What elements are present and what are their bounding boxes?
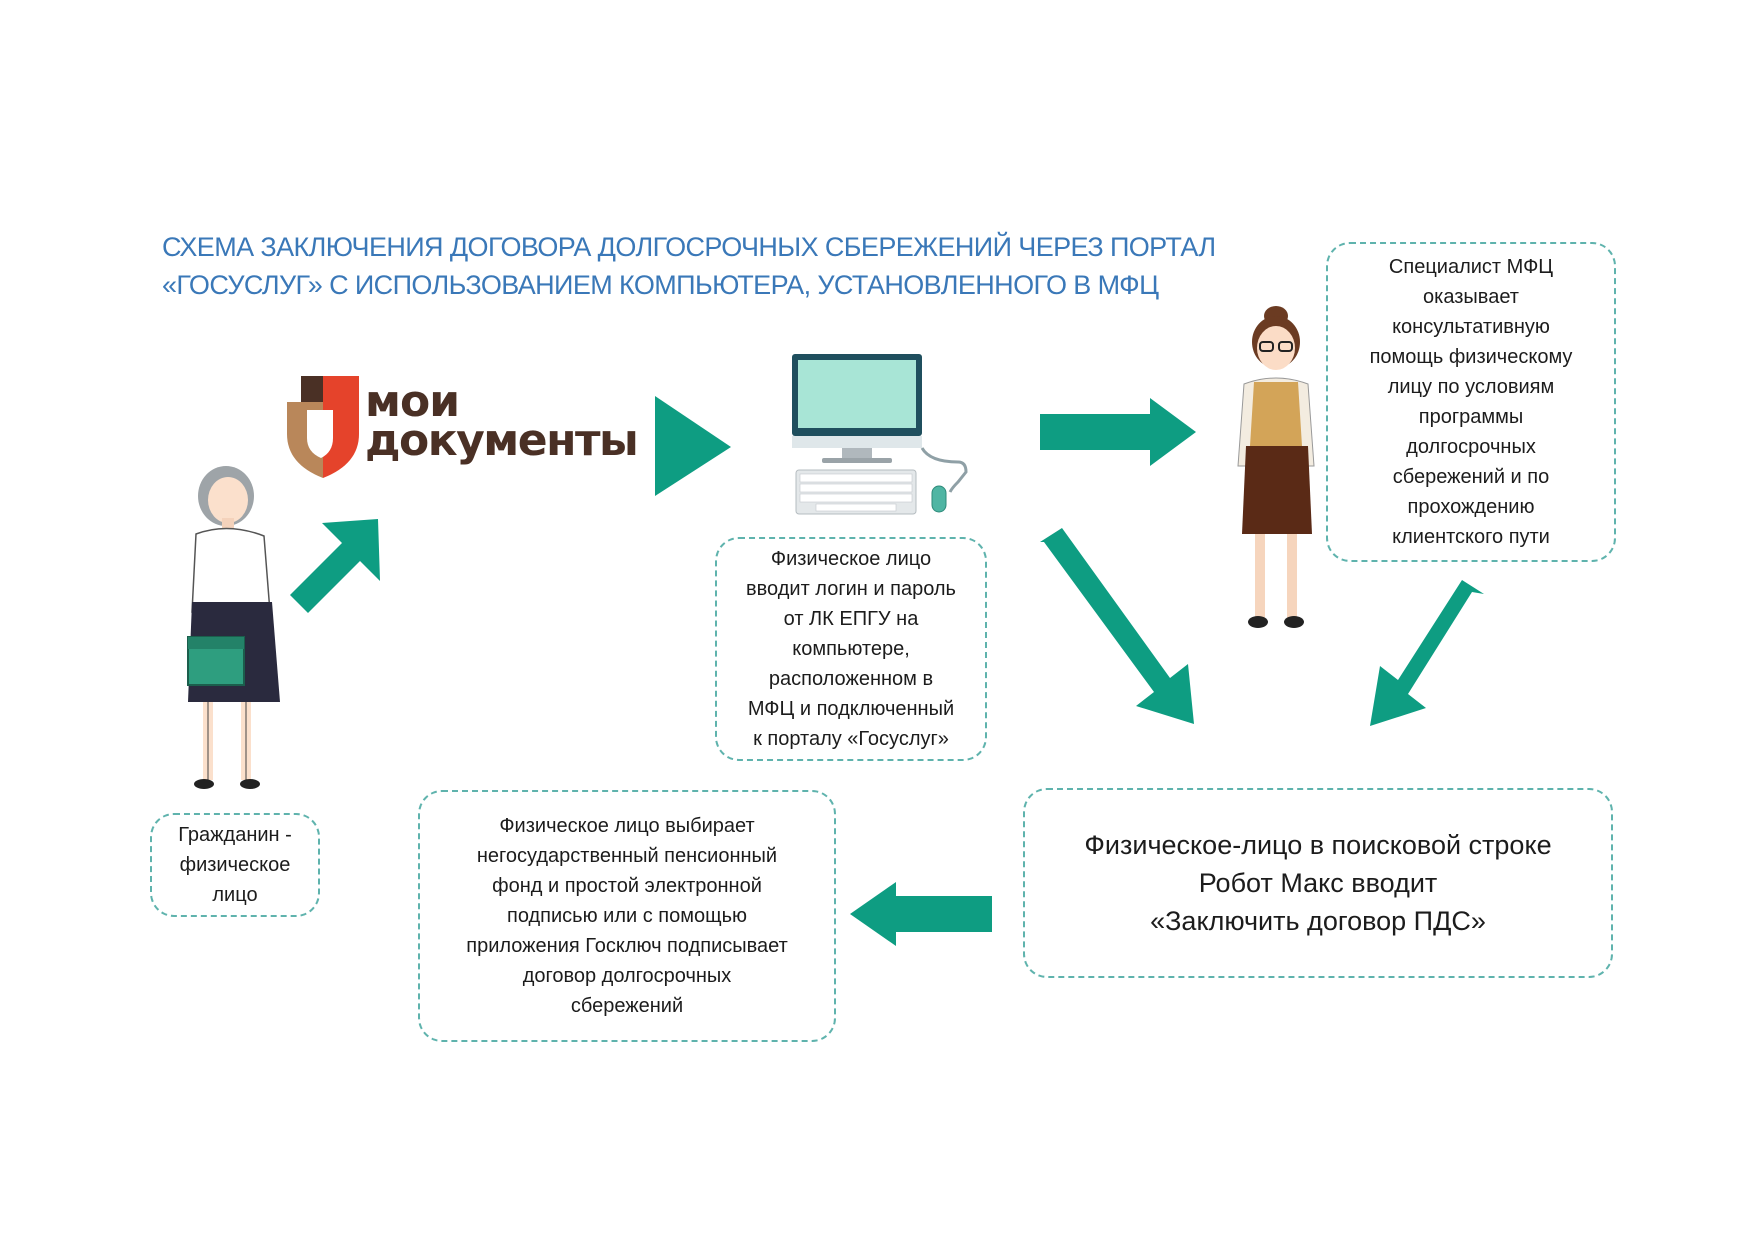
computer-line: расположенном в [768,668,934,690]
arrow-up-right-icon [290,519,380,613]
computer-line: от ЛК ЕПГУ на [783,608,919,630]
sign-line: сбережений [570,995,684,1017]
search-line: Робот Макс вводит [1198,868,1438,898]
search-box: Физическое-лицо в поисковой строке Робот… [1023,788,1613,978]
citizen-line: лицо [212,884,258,906]
specialist-line: прохождению [1407,496,1535,518]
sign-line: фонд и простой электронной [492,875,762,897]
computer-line: Физическое лицо [770,548,932,570]
sign-box: Физическое лицо выбирает негосударственн… [418,790,836,1042]
specialist-line: сбережений и по [1392,466,1550,488]
computer-icon [792,354,968,515]
logo-emblem-icon [287,376,359,478]
logo-text-line-1: мои [365,376,460,427]
arrow-left-icon [850,882,992,946]
specialist-line: помощь физическому [1369,346,1573,368]
specialist-line: лицу по условиям [1387,376,1555,398]
specialist-line: долгосрочных [1406,436,1536,458]
citizen-woman-icon [187,466,280,789]
title-line-1: СХЕМА ЗАКЛЮЧЕНИЯ ДОГОВОРА ДОЛГОСРОЧНЫХ С… [162,232,1216,262]
arrow-right-icon [1040,398,1196,466]
computer-line: компьютере, [792,638,910,660]
search-line: Физическое-лицо в поисковой строке [1084,830,1552,860]
computer-line: вводит логин и пароль [746,578,956,600]
triangle-arrow-icon [655,396,731,496]
sign-line: подписью или с помощью [507,905,747,927]
specialist-line: клиентского пути [1392,526,1550,548]
specialist-line: оказывает [1423,286,1519,308]
arrow-down-left-icon [1370,580,1484,726]
computer-line: к порталу «Госуслуг» [753,728,949,750]
computer-box: Физическое лицо вводит логин и пароль от… [715,537,987,761]
moi-dokumenty-logo: мои документы [285,372,639,482]
citizen-line: физическое [179,854,291,876]
arrow-down-right-icon [1040,528,1194,724]
title-line-2: «ГОСУСЛУГ» С ИСПОЛЬЗОВАНИЕМ КОМПЬЮТЕРА, … [162,270,1159,300]
sign-line: приложения Госключ подписывает [466,935,788,957]
sign-line: договор долгосрочных [522,965,732,987]
computer-line: МФЦ и подключенный [747,698,955,720]
logo-text-line-2: документы [365,415,639,466]
sign-line: негосударственный пенсионный [476,845,778,867]
specialist-woman-icon [1237,306,1315,628]
search-line: «Заключить договор ПДС» [1150,906,1486,936]
citizen-box: Гражданин - физическое лицо [150,813,320,917]
specialist-line: программы [1418,406,1524,428]
citizen-line: Гражданин - [178,824,292,846]
diagram-title: СХЕМА ЗАКЛЮЧЕНИЯ ДОГОВОРА ДОЛГОСРОЧНЫХ С… [162,228,1262,304]
specialist-line: консультативную [1392,316,1550,338]
specialist-box: Специалист МФЦ оказывает консультативную… [1326,242,1616,562]
specialist-line: Специалист МФЦ [1388,256,1554,278]
sign-line: Физическое лицо выбирает [499,815,755,837]
